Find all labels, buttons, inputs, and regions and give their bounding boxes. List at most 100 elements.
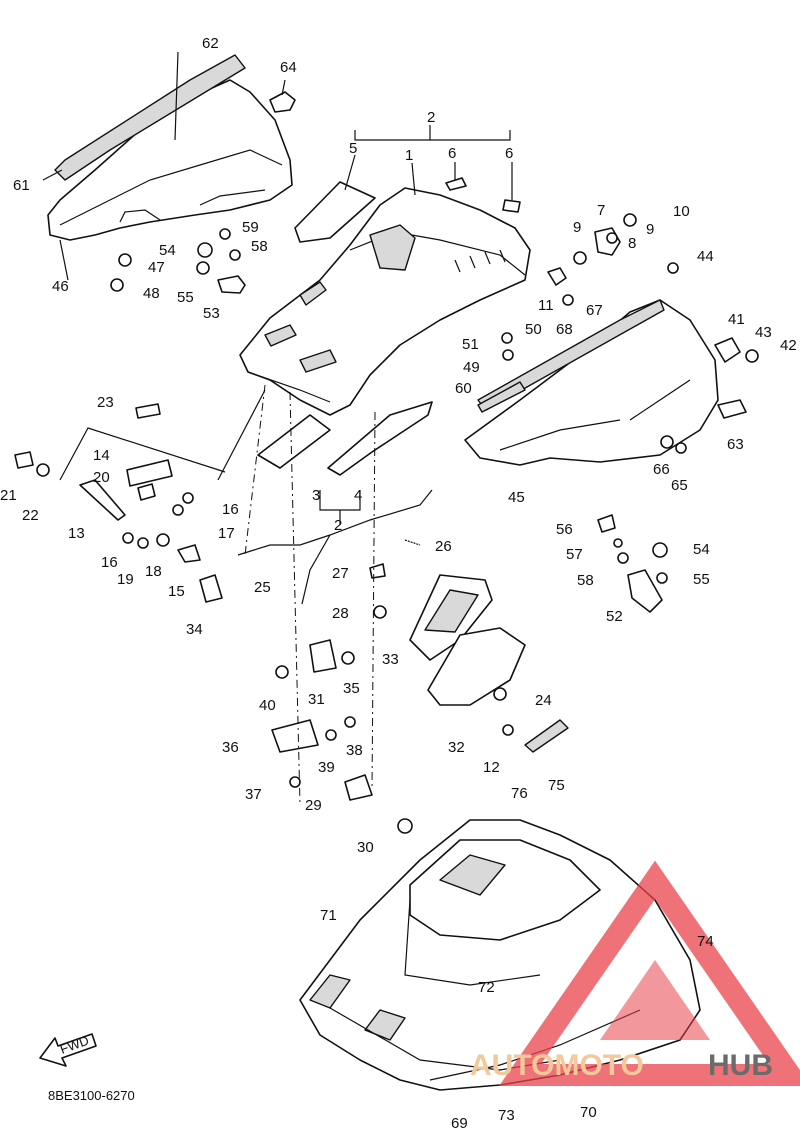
part-76-pad	[524, 719, 569, 753]
watermark-logo: AUTOMOTO HUB	[470, 860, 800, 1086]
small-parts-53-59	[110, 228, 246, 294]
label-28: 28	[332, 605, 349, 622]
label-6a: 6	[448, 145, 456, 162]
diagram-code: 8BE3100-6270	[48, 1088, 135, 1103]
label-13: 13	[68, 525, 85, 542]
watermark-part1: AUTOMOTO	[470, 1049, 644, 1082]
part-33-grille	[424, 589, 479, 633]
label-47: 47	[148, 259, 165, 276]
label-68: 68	[556, 321, 573, 338]
part-5-wedge	[294, 181, 376, 243]
label-20: 20	[93, 469, 110, 486]
label-49: 49	[463, 359, 480, 376]
part-54-nut-right	[652, 542, 668, 558]
label-67: 67	[586, 302, 603, 319]
label-65: 65	[671, 477, 688, 494]
label-64: 64	[280, 59, 297, 76]
label-39: 39	[318, 759, 335, 776]
label-75: 75	[548, 777, 565, 794]
label-14: 14	[93, 447, 110, 464]
label-60: 60	[455, 380, 472, 397]
leader-lines	[42, 51, 513, 525]
part-24-grommet	[493, 687, 507, 701]
label-18: 18	[145, 563, 162, 580]
small-parts-left-mid	[14, 403, 223, 603]
part-3-wedge	[257, 414, 331, 469]
label-22: 22	[22, 507, 39, 524]
reference-lines	[244, 384, 376, 806]
label-70: 70	[580, 1104, 597, 1121]
label-3: 3	[312, 487, 320, 504]
label-31: 31	[308, 691, 325, 708]
label-10: 10	[673, 203, 690, 220]
part-4-wedge	[327, 401, 433, 476]
label-35: 35	[343, 680, 360, 697]
label-55b: 55	[693, 571, 710, 588]
label-21: 21	[0, 487, 17, 504]
part-26-spring	[404, 539, 421, 546]
label-66: 66	[653, 461, 670, 478]
label-2: 2	[427, 109, 435, 126]
part-56-knob	[597, 514, 616, 533]
label-16a: 16	[222, 501, 239, 518]
label-26: 26	[435, 538, 452, 555]
part-6-piece-a	[445, 177, 467, 191]
label-2b: 2	[334, 517, 342, 534]
part-12-screw	[502, 724, 514, 736]
label-4: 4	[354, 487, 362, 504]
label-29: 29	[305, 797, 322, 814]
label-6b: 6	[505, 145, 513, 162]
part-52-bracket	[627, 569, 663, 613]
part-1-hood	[239, 187, 531, 416]
label-33: 33	[382, 651, 399, 668]
label-9a: 9	[573, 219, 581, 236]
part-6-piece-b	[502, 199, 521, 213]
label-72: 72	[478, 979, 495, 996]
label-63: 63	[727, 436, 744, 453]
label-54b: 54	[693, 541, 710, 558]
label-43: 43	[755, 324, 772, 341]
label-9b: 9	[646, 221, 654, 238]
label-7: 7	[597, 202, 605, 219]
label-59: 59	[242, 219, 259, 236]
label-71: 71	[320, 907, 337, 924]
fwd-arrow-icon: FWD	[39, 1033, 97, 1067]
label-8: 8	[628, 235, 636, 252]
label-34: 34	[186, 621, 203, 638]
label-58b: 58	[577, 572, 594, 589]
label-44: 44	[697, 248, 714, 265]
part-55-washer-right	[656, 572, 668, 584]
label-61: 61	[13, 177, 30, 194]
part-32-duct	[427, 627, 526, 706]
part-46-panel	[47, 54, 293, 241]
label-56: 56	[556, 521, 573, 538]
bottom-hull	[299, 819, 701, 1091]
label-50: 50	[525, 321, 542, 338]
label-54a: 54	[159, 242, 176, 259]
label-19: 19	[117, 571, 134, 588]
label-11: 11	[538, 297, 554, 314]
label-24: 24	[535, 692, 552, 709]
label-32: 32	[448, 739, 465, 756]
watermark-part2: HUB	[708, 1049, 773, 1082]
part-60-strip	[477, 381, 526, 413]
label-23: 23	[97, 394, 114, 411]
label-36: 36	[222, 739, 239, 756]
part-25-branch	[301, 534, 331, 605]
label-58a: 58	[251, 238, 268, 255]
label-76: 76	[511, 785, 528, 802]
label-73: 73	[498, 1107, 515, 1124]
part-labels: 1 2 3 4 5 6 6 7 8 9 9 10 11 12 13 14 15 …	[0, 35, 797, 1130]
label-69: 69	[451, 1115, 468, 1130]
label-37: 37	[245, 786, 262, 803]
label-15: 15	[168, 583, 185, 600]
label-45: 45	[508, 489, 525, 506]
label-1: 1	[405, 147, 413, 164]
label-38: 38	[346, 742, 363, 759]
label-30: 30	[357, 839, 374, 856]
label-51: 51	[462, 336, 479, 353]
label-41: 41	[728, 311, 745, 328]
label-42: 42	[780, 337, 797, 354]
label-48: 48	[143, 285, 160, 302]
